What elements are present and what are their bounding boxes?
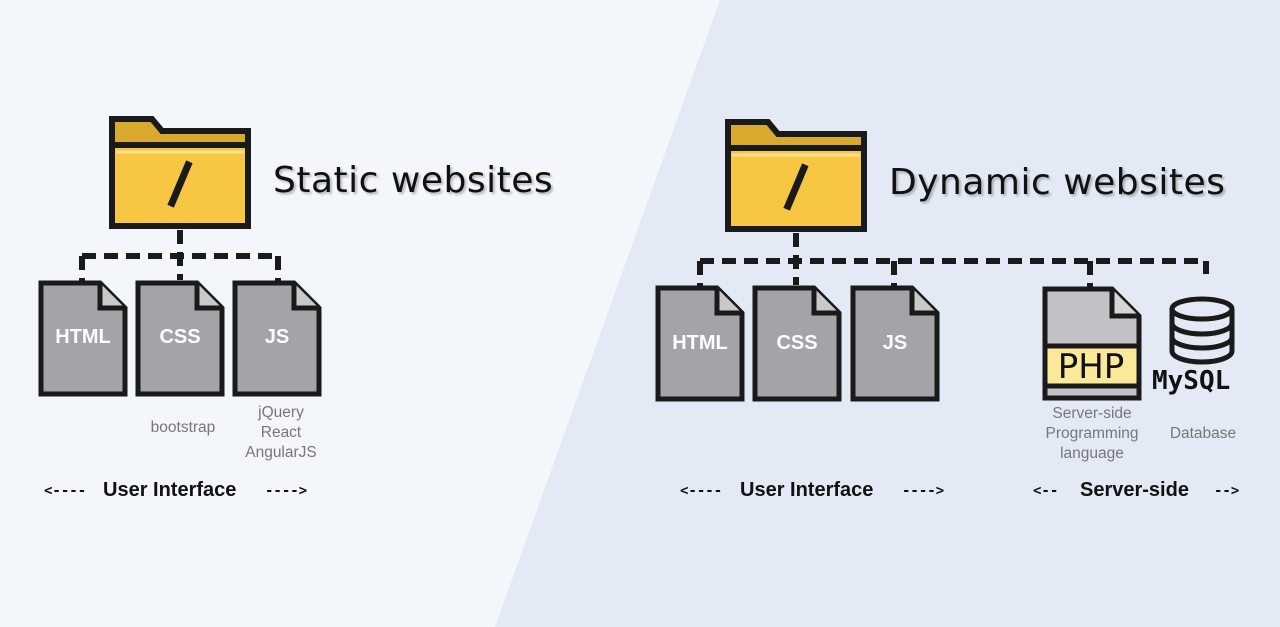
file-label-css: CSS	[776, 332, 818, 354]
server-arrow-right: -->	[1214, 483, 1240, 499]
arrow-left: <----	[680, 483, 723, 499]
arrow-left: <----	[44, 483, 87, 499]
file-icon	[850, 285, 940, 402]
server-arrow-left: <--	[1033, 483, 1059, 499]
php-note-1: Server-side	[1052, 405, 1132, 422]
php-note-2: Programming	[1045, 425, 1139, 442]
file-icon	[752, 285, 842, 402]
file-label-html: HTML	[672, 332, 728, 354]
php-label: PHP	[1057, 347, 1125, 387]
file-label-css: CSS	[159, 326, 201, 348]
js-note-3: AngularJS	[245, 444, 317, 461]
file-icon	[135, 280, 225, 397]
file-icon	[655, 285, 745, 402]
file-label-html: HTML	[55, 326, 111, 348]
dynamic-title: Dynamic websites	[889, 162, 1226, 203]
static-connectors	[79, 230, 281, 282]
mysql-label: MySQL	[1152, 366, 1231, 396]
css-note: bootstrap	[150, 419, 216, 436]
dynamic-connectors	[697, 233, 1209, 287]
static-title: Static websites	[273, 160, 554, 201]
folder-icon	[725, 119, 867, 232]
ui-caption: User Interface	[740, 479, 874, 501]
js-note-2: React	[260, 424, 302, 441]
file-icon	[38, 280, 128, 397]
database-icon	[1169, 296, 1235, 365]
arrow-right: ---->	[265, 483, 308, 499]
server-caption: Server-side	[1080, 479, 1189, 501]
file-icon	[232, 280, 322, 397]
php-file-icon	[1042, 286, 1142, 401]
file-label-js: JS	[264, 326, 290, 348]
js-note-1: jQuery	[258, 404, 304, 421]
file-label-js: JS	[882, 332, 908, 354]
arrow-right: ---->	[902, 483, 945, 499]
db-note: Database	[1169, 425, 1237, 442]
ui-caption: User Interface	[103, 479, 237, 501]
php-note-3: language	[1060, 445, 1124, 462]
folder-icon	[109, 116, 251, 229]
